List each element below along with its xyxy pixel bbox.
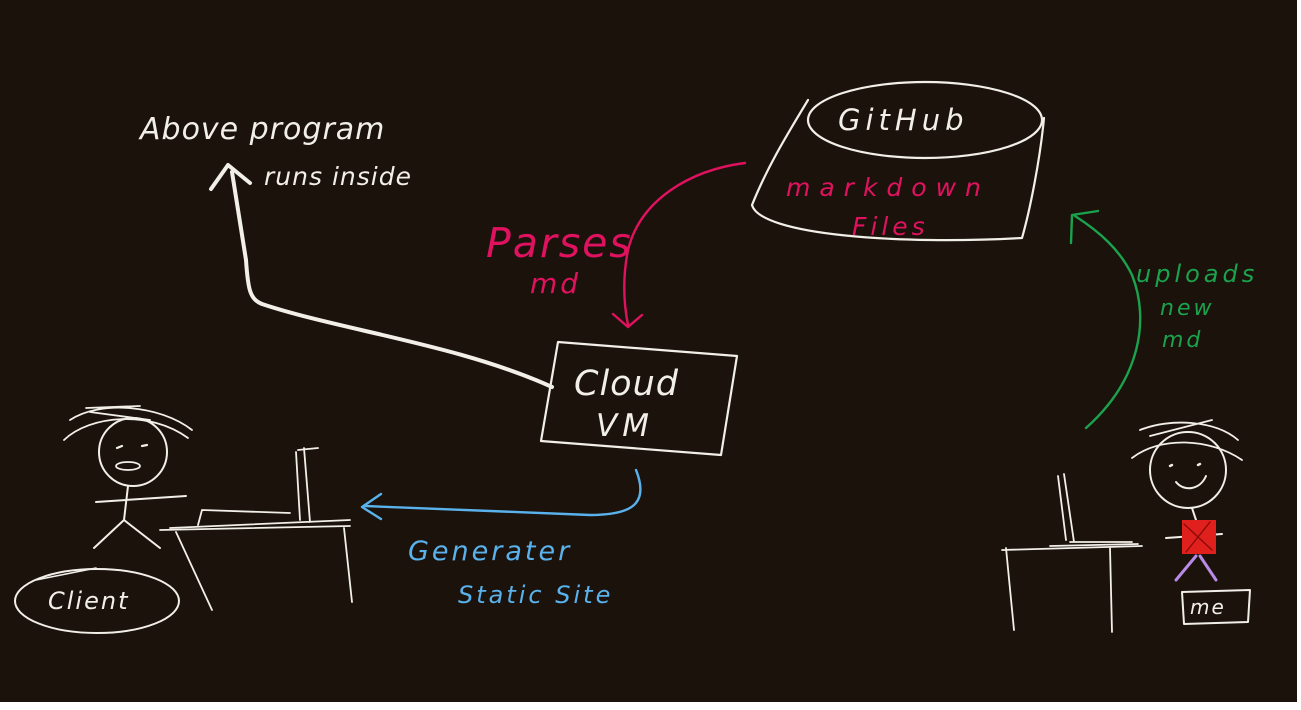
github-storage: GitHub markdown Files: [750, 80, 1046, 242]
me-legs: [1174, 554, 1218, 582]
me-shirt-scribble: [1183, 521, 1213, 553]
me-eyes: [1168, 462, 1202, 468]
client-mouth: [115, 461, 141, 471]
uploads-label: uploads: [1136, 260, 1258, 288]
uploads-md-label: md: [1162, 328, 1203, 353]
above-program-label: Above program: [138, 112, 385, 147]
client-figure: Client: [14, 405, 353, 634]
generates-flow: Generater Static Site: [360, 468, 642, 609]
client-hair: [63, 405, 193, 441]
client-eyes: [115, 443, 149, 450]
runs-inside-label: runs inside: [264, 162, 412, 191]
uploads-flow: uploads new md: [1069, 209, 1258, 430]
me-figure: me: [1001, 419, 1251, 633]
static-site-label: Static Site: [458, 581, 613, 609]
files-label: Files: [852, 212, 929, 241]
parses-arrow-line: [623, 161, 747, 327]
client-body: [93, 485, 187, 549]
github-top-ellipse: [806, 80, 1044, 160]
github-body-outline: [750, 98, 1046, 242]
uploads-new-label: new: [1160, 296, 1214, 321]
client-badge: [14, 568, 180, 634]
runs-inside-arrowhead: [209, 163, 252, 191]
me-desk: [1001, 545, 1143, 633]
github-label: GitHub: [838, 103, 969, 137]
parses-arrowhead: [611, 312, 644, 329]
runs-inside-flow: Above program runs inside: [138, 112, 554, 389]
client-head: [98, 417, 168, 487]
vm-label: VM: [596, 408, 654, 444]
client-badge-stroke: [35, 567, 97, 581]
uploads-arrow-line: [1073, 214, 1142, 430]
me-label: me: [1190, 595, 1226, 619]
me-badge: [1181, 589, 1251, 625]
runs-inside-arrow-line: [230, 170, 554, 389]
cloud-vm: Cloud VM: [539, 340, 739, 457]
cloud-label: Cloud: [574, 364, 679, 404]
client-desk: [159, 525, 353, 611]
uploads-arrowhead: [1069, 209, 1100, 245]
me-laptop: [1049, 473, 1139, 547]
generates-arrowhead: [360, 492, 383, 521]
parses-md-label: md: [530, 267, 581, 300]
generates-arrow-line: [363, 468, 642, 517]
client-label: Client: [48, 587, 129, 615]
parses-label: Parses: [486, 219, 633, 267]
parses-flow: Parses md: [486, 161, 747, 329]
me-hair: [1131, 419, 1243, 461]
markdown-label: markdown: [786, 173, 990, 202]
generates-label: Generater: [408, 536, 572, 567]
cloud-vm-box: [539, 340, 739, 457]
me-head: [1149, 431, 1227, 509]
client-laptop: [169, 447, 351, 529]
me-smile: [1175, 475, 1207, 490]
